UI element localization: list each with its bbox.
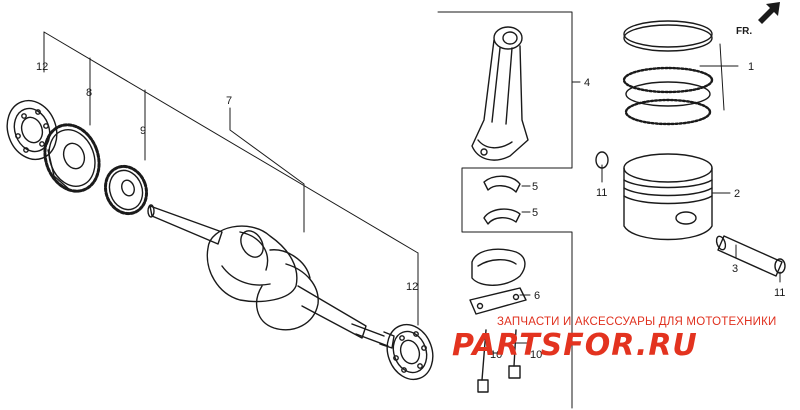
callout-cap-bolt-right: 10 <box>530 349 542 361</box>
callout-crankshaft: 7 <box>226 95 232 107</box>
callout-bearing-right: 12 <box>406 281 418 293</box>
cap-bolt-left <box>477 329 489 393</box>
timing-gear <box>103 164 149 216</box>
piston <box>623 153 713 241</box>
piston-pin-clip-right <box>774 258 786 274</box>
bearing-shell-lower <box>483 208 521 225</box>
piston-pin-clip-left <box>595 151 609 169</box>
bearing-shell-upper <box>483 175 521 193</box>
callout-rod-cap: 6 <box>534 290 540 302</box>
callout-bearing-lower: 5 <box>532 207 538 219</box>
piston-ring-set <box>622 20 714 126</box>
watermark-logo[interactable]: PARTSFOR.RU <box>452 328 698 363</box>
callout-pin-clip-right: 11 <box>774 287 785 299</box>
callout-bearing-left: 12 <box>36 61 48 73</box>
callout-ring-set: 1 <box>748 61 754 73</box>
callout-piston-pin: 3 <box>732 263 738 275</box>
ball-bearing-right <box>386 323 434 381</box>
front-direction-arrow: FR. <box>736 2 780 37</box>
callout-cap-bolt-left: 10 <box>490 349 502 361</box>
callout-bearing-upper: 5 <box>532 181 538 193</box>
leader-lines-rod <box>437 11 781 409</box>
ball-bearing-left <box>6 99 58 161</box>
piston-pin <box>715 235 783 277</box>
cap-bolt-right <box>508 329 521 379</box>
callout-connecting-rod: 4 <box>584 77 590 89</box>
watermark-tagline: ЗАПЧАСТИ И АКСЕССУАРЫ ДЛЯ МОТОТЕХНИКИ <box>497 316 777 328</box>
callout-pin-clip-left: 11 <box>596 187 607 199</box>
leader-lines-crank <box>43 31 419 326</box>
rod-cap <box>469 248 527 315</box>
callout-timing-gear: 9 <box>140 125 146 137</box>
crankshaft <box>147 204 395 349</box>
connecting-rod <box>471 26 529 161</box>
crankshaft-gear <box>43 123 101 193</box>
callout-crank-gear: 8 <box>86 87 92 99</box>
front-direction-label: FR. <box>736 26 752 37</box>
callout-piston: 2 <box>734 188 740 200</box>
